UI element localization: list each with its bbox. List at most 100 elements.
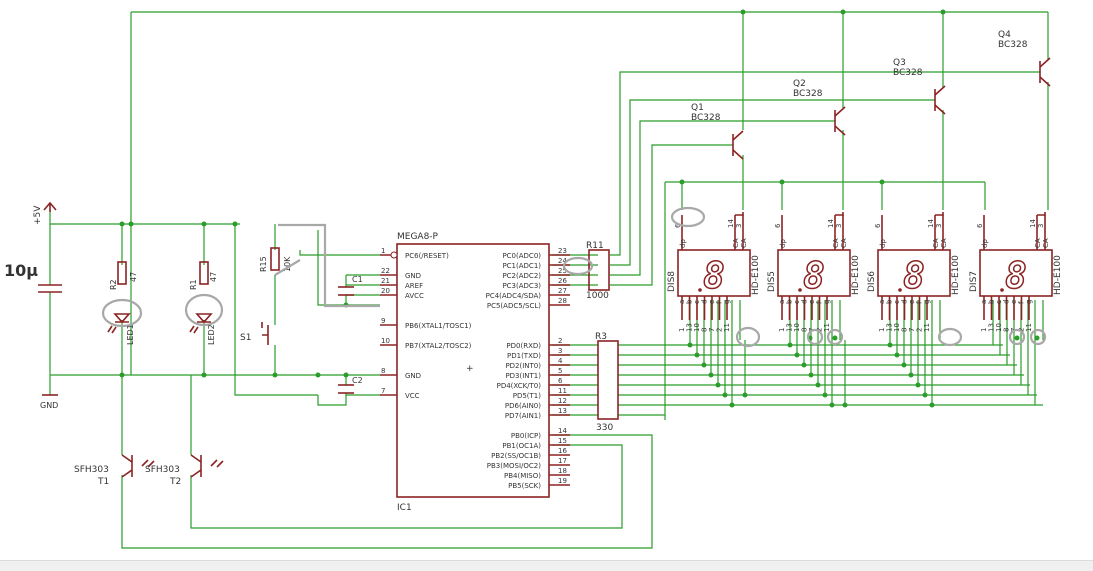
display-seg-number: 11 — [923, 323, 931, 332]
mcu-left-pins: 1PC6(/RESET)22GND21AREF20AVCC9PB6(XTAL1/… — [380, 247, 472, 400]
display-body — [979, 249, 1053, 297]
mcu-pin-number: 17 — [558, 457, 567, 465]
display-body — [677, 249, 751, 297]
transistor-type: BC328 — [691, 113, 721, 123]
mcu-pin-number: 23 — [558, 247, 567, 255]
display-seg-number: 2 — [716, 328, 724, 332]
r3-ref: R3 — [595, 332, 607, 342]
mcu-pin-number: 18 — [558, 467, 567, 475]
display-seg-letter: g — [723, 300, 731, 304]
resistor-r1[interactable]: R1 47 — [189, 261, 218, 290]
display-seg-letter: c — [893, 300, 901, 304]
supply-capacitor: 10µ — [4, 261, 62, 293]
display-body — [877, 249, 951, 297]
wires — [49, 11, 1049, 549]
mcu-pin-name: PD4(XCK/T0) — [497, 382, 542, 390]
display-seg-number: 7 — [708, 328, 716, 332]
mcu-name: MEGA8-P — [397, 232, 439, 242]
mcu-pin-number: 21 — [381, 277, 390, 285]
r11-value: 1000 — [586, 291, 609, 301]
display-top-pin-label: dp — [879, 239, 887, 248]
display-ref: DIS7 — [969, 271, 979, 292]
mcu-pin-number: 5 — [558, 367, 562, 375]
mcu-pin-name: GND — [405, 272, 421, 280]
mcu-pin-name: PD1(TXD) — [507, 352, 541, 360]
display-ca-bridge — [735, 212, 744, 216]
display-top-pin-number: 14 — [1029, 219, 1037, 228]
switch-s1[interactable]: S1 — [240, 322, 269, 345]
mcu-pin-number: 16 — [558, 447, 567, 455]
mcu-pin-number: 22 — [381, 267, 390, 275]
mcu-pin-name: PC3(ADC3) — [502, 282, 541, 290]
r15-ref: R15 — [259, 256, 268, 272]
led1-ref: LED1 — [126, 324, 135, 345]
display-top-pin-number: 3 — [1037, 224, 1045, 228]
r2-ref: R2 — [109, 279, 118, 290]
display-seg-number: 2 — [916, 328, 924, 332]
transistor-ref: Q2 — [793, 79, 806, 89]
display-seg-letter: b — [786, 299, 794, 304]
mcu-pin-name: PC0(ADC0) — [502, 252, 541, 260]
display-seg-letter: b — [686, 299, 694, 304]
led1[interactable]: LED1 — [101, 298, 143, 345]
resistor-r2[interactable]: R2 47 — [109, 261, 138, 290]
c2-ref: C2 — [352, 376, 363, 385]
display-top-pin-label: CA — [1042, 238, 1050, 248]
display-part: HD-E100 — [851, 255, 861, 295]
display-dp-dot — [1000, 288, 1004, 292]
display-top-pin-number: 3 — [735, 224, 743, 228]
t1-type: SFH303 — [74, 465, 109, 475]
display-seg-letter: c — [995, 300, 1003, 304]
display-ca-bridge — [1037, 212, 1046, 216]
mcu-pin-name: VCC — [405, 392, 420, 400]
mcu-right-pins: 23PC0(ADC0)24PC1(ADC1)25PC2(ADC2)26PC3(A… — [486, 247, 570, 490]
mcu-pin-number: 1 — [381, 247, 385, 255]
display-seg-number: 8 — [901, 328, 909, 332]
transistor-ref: Q3 — [893, 58, 906, 68]
capacitor-c2[interactable]: C2 — [338, 376, 363, 394]
display-seg-letter: e — [708, 300, 716, 304]
display-seg-letter: b — [886, 299, 894, 304]
resistor-array-r3[interactable]: R3 330 — [595, 332, 619, 433]
capacitor-c1[interactable]: C1 — [338, 275, 363, 296]
mcu-pin-number: 14 — [558, 427, 567, 435]
mcu-pin-number: 7 — [381, 387, 385, 395]
display-seg-number: 10 — [793, 323, 801, 332]
mcu-pin-number: 26 — [558, 277, 567, 285]
mcu-pin-name: GND — [405, 372, 421, 380]
led2[interactable]: LED2 — [184, 293, 224, 345]
phototransistor-t1[interactable]: SFH303 T1 — [74, 454, 155, 487]
resistor-r15[interactable]: R15 10K — [259, 247, 292, 272]
display-ref: DIS5 — [767, 271, 777, 292]
display-seg-number: 2 — [816, 328, 824, 332]
transistor-ref: Q4 — [998, 30, 1011, 40]
display-seg-letter: f — [1018, 301, 1026, 304]
display-seg-letter: a — [878, 300, 886, 304]
reset-wire-highlight — [274, 223, 380, 308]
display-seg-letter: d — [1003, 300, 1011, 304]
mcu-pin-name: PD5(T1) — [513, 392, 542, 400]
display-top-pin-number: 14 — [827, 219, 835, 228]
s1-ref: S1 — [240, 333, 251, 343]
mcu-pin-number: 10 — [381, 337, 390, 345]
display-dp-dot — [698, 288, 702, 292]
mcu-ic1[interactable]: MEGA8-P IC1 + 1PC6(/RESET)22GND21AREF20A… — [380, 232, 570, 513]
resistor-array-r11[interactable]: R11 1000 — [562, 241, 610, 301]
mcu-pin-name: PC4(ADC4/SDA) — [486, 292, 542, 300]
display-seg-letter: g — [1025, 300, 1033, 304]
display-top-pin-number: 6 — [674, 223, 682, 228]
r1-value: 47 — [209, 272, 218, 282]
phototransistor-t2[interactable]: SFH303 T2 — [145, 454, 224, 487]
display-top-pin-label: dp — [981, 239, 989, 248]
display-seg-number: 11 — [823, 323, 831, 332]
